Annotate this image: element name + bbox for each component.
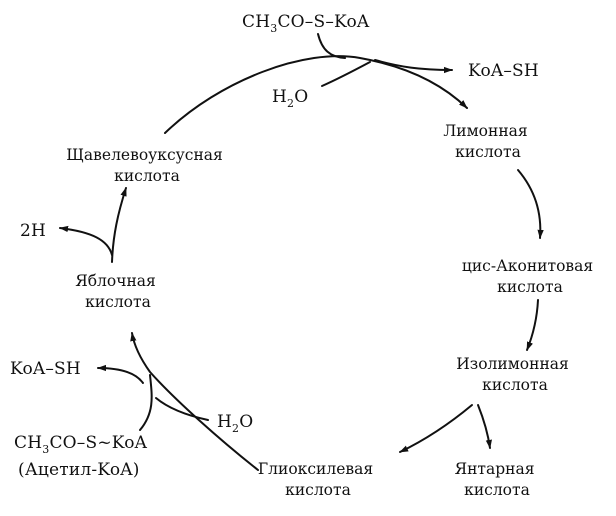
acetyl-coa-bottom-label: CH3CO–S~KoA	[14, 433, 148, 456]
h2o-bottom-label: H2O	[217, 412, 253, 435]
arrow-citrate-to-cis-aconitate	[517, 169, 544, 239]
oxaloacetic-acid-label: Щавелевоуксусная кислота	[66, 146, 227, 185]
arrow-2h-out	[59, 225, 113, 256]
arrow-acetyl-coa-in	[317, 33, 346, 59]
arrow-koa-sh-out-top	[374, 59, 453, 74]
arrow-cis-aconitate-to-isocitrate	[526, 299, 539, 351]
arrow-oxaloacetate-to-citrate	[164, 55, 468, 134]
citric-acid-label: Лимонная кислота	[443, 122, 532, 161]
arrow-malate-to-oxaloacetate	[111, 187, 127, 263]
h2o-top-label: H2O	[272, 87, 308, 110]
arrow-koa-sh-out-left	[97, 364, 144, 384]
two-h-label: 2H	[20, 221, 46, 241]
arrow-acetyl-coa-in-bottom	[139, 374, 153, 431]
arrow-isocitrate-to-succinate	[477, 404, 492, 449]
arrow-h2o-in-bottom	[155, 397, 209, 421]
isocitric-acid-label: Изолимонная кислота	[456, 355, 574, 394]
cycle-arrows	[59, 33, 544, 471]
malic-acid-label: Яблочная кислота	[75, 272, 161, 311]
succinic-acid-label: Янтарная кислота	[455, 460, 540, 499]
arrow-glyoxylate-to-malate	[130, 332, 259, 471]
acetyl-coa-name-label: (Ацетил-KoA)	[18, 460, 140, 480]
acetyl-coa-top-label: CH3CO–S–KoA	[242, 12, 370, 35]
arrow-h2o-in-top	[321, 61, 371, 87]
koa-sh-top-label: KoA–SH	[468, 61, 539, 81]
cis-aconitic-acid-label: цис-Аконитовая кислота	[462, 257, 598, 296]
glyoxylic-acid-label: Глиоксилевая кислота	[258, 460, 378, 499]
arrow-isocitrate-to-glyoxylate	[399, 404, 473, 453]
koa-sh-left-label: KoA–SH	[10, 359, 81, 379]
